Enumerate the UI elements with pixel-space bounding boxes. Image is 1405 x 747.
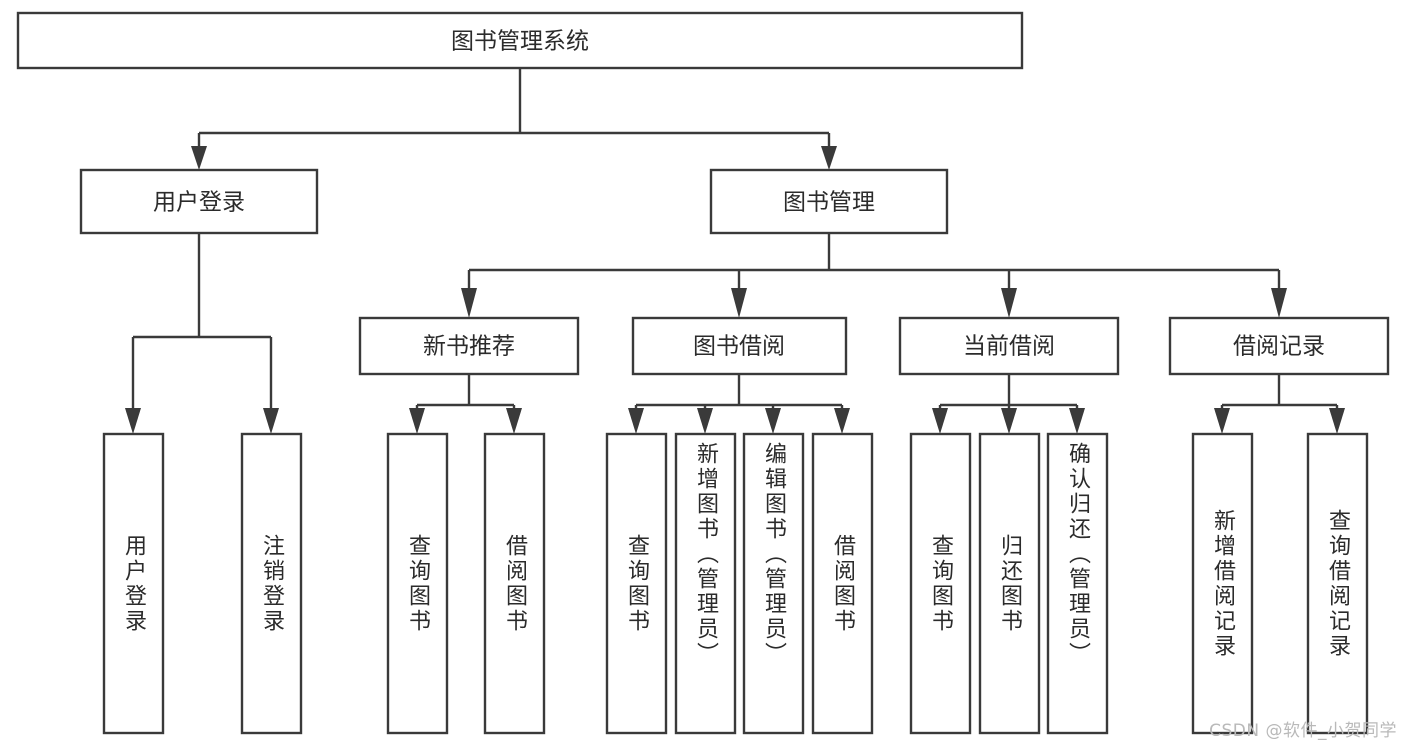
node-box-current-borrow[interactable] [898,316,1120,376]
node-box-leaf-query-book-2[interactable] [605,432,668,735]
node-box-leaf-add-book-admin[interactable] [674,432,737,735]
node-box-leaf-confirm-return-admin[interactable] [1046,432,1109,735]
node-box-leaf-edit-book-admin[interactable] [742,432,805,735]
arrow-head-leaf-query-book-2 [628,408,644,434]
connector-layer [125,68,1345,434]
node-label-new-book-recommend: 新书推荐 [423,334,515,360]
node-box-leaf-logout-login[interactable] [240,432,303,735]
node-box-user-login[interactable] [79,168,319,235]
node-box-leaf-user-login[interactable] [102,432,165,735]
node-box-leaf-query-book-1[interactable] [386,432,449,735]
arrow-head-leaf-query-book-3 [932,408,948,434]
arrow-head-leaf-query-borrow-record [1329,408,1345,434]
node-box-leaf-borrow-book-1[interactable] [483,432,546,735]
arrow-head-leaf-borrow-book-1 [506,408,522,434]
arrow-head-new-book-recommend [461,288,477,318]
arrow-head-user-login [191,146,207,170]
horizontal-label-layer: 图书管理系统 用户登录 图书管理 新书推荐 图书借阅 当前借阅 借阅记录 [153,29,1325,360]
node-label-current-borrow: 当前借阅 [963,334,1055,360]
node-box-borrow-record[interactable] [1168,316,1390,376]
arrow-head-leaf-add-borrow-record [1214,408,1230,434]
node-box-leaf-query-borrow-record[interactable] [1306,432,1369,735]
node-box-new-book-recommend[interactable] [358,316,580,376]
node-box-leaf-return-book[interactable] [978,432,1041,735]
node-box-leaf-add-borrow-record[interactable] [1191,432,1254,735]
node-box-book-manage[interactable] [709,168,949,235]
node-label-root: 图书管理系统 [451,29,589,55]
arrow-head-leaf-confirm-return-admin [1069,408,1085,434]
node-label-book-borrow: 图书借阅 [693,334,785,360]
arrow-head-current-borrow [1001,288,1017,318]
node-label-user-login: 用户登录 [153,190,245,216]
arrow-head-leaf-logout-login [263,408,279,434]
arrow-head-leaf-borrow-book-2 [834,408,850,434]
node-label-book-manage: 图书管理 [783,190,875,216]
arrow-head-leaf-edit-book-admin [765,408,781,434]
arrow-head-leaf-user-login [125,408,141,434]
arrow-head-leaf-add-book-admin [697,408,713,434]
node-box-root[interactable] [16,11,1024,70]
arrow-head-borrow-record [1271,288,1287,318]
node-box-layer [16,11,1390,735]
node-box-leaf-query-book-3[interactable] [909,432,972,735]
arrow-head-book-borrow [731,288,747,318]
node-box-leaf-borrow-book-2[interactable] [811,432,874,735]
watermark-text: CSDN @软件_小贺同学 [1209,721,1397,741]
arrow-head-leaf-query-book-1 [409,408,425,434]
node-label-borrow-record: 借阅记录 [1233,334,1325,360]
arrow-head-book-manage [821,146,837,170]
arrow-head-leaf-return-book [1001,408,1017,434]
node-box-book-borrow[interactable] [631,316,848,376]
